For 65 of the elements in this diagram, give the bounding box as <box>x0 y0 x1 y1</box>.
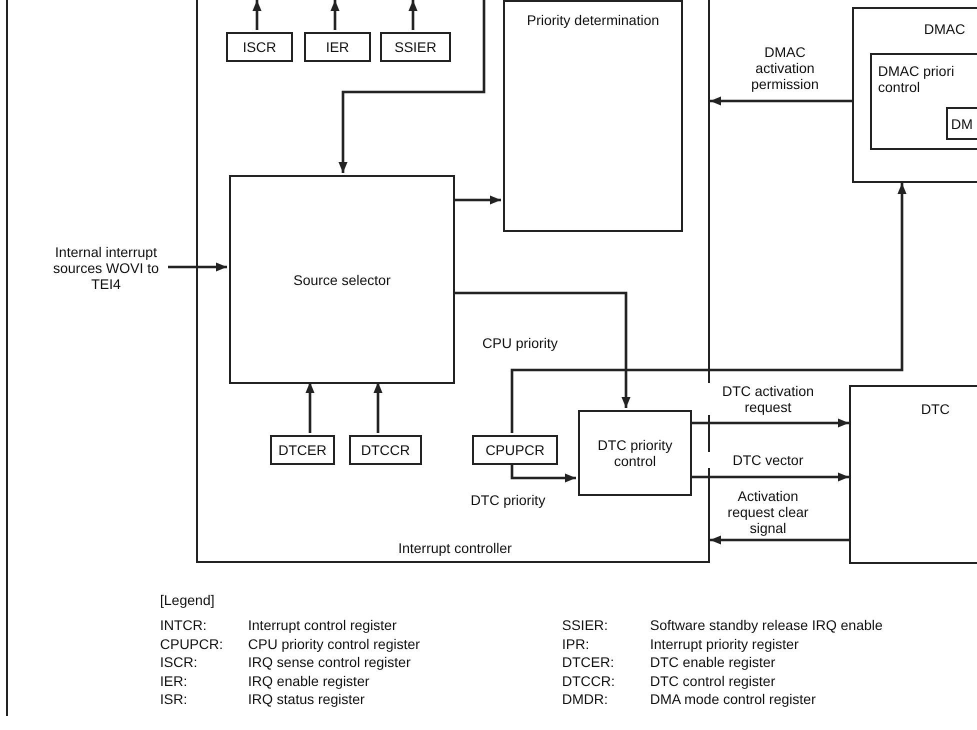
register-description: DTC control register <box>650 672 776 688</box>
block-box <box>870 53 977 150</box>
module-box <box>849 385 977 564</box>
arrow <box>453 196 501 204</box>
register-box <box>226 32 293 62</box>
register-box <box>946 107 977 140</box>
register-description: IRQ enable register <box>248 672 370 688</box>
arrow <box>252 0 262 30</box>
block-title: DMAC priori control <box>878 63 956 95</box>
block-title: DMAC <box>924 21 966 37</box>
register-description: IRQ sense control register <box>248 654 411 670</box>
block-title: Source selector <box>293 272 391 288</box>
register-description: Interrupt priority register <box>650 636 799 652</box>
register-box <box>380 32 451 62</box>
register-abbreviation: DMDR: <box>562 691 608 707</box>
register-description: Interrupt control register <box>248 617 397 633</box>
arrow <box>338 0 486 173</box>
register-description: Software standby release IRQ enable <box>650 617 883 633</box>
arrow <box>510 463 576 482</box>
arrow <box>710 536 849 544</box>
block-box <box>578 410 692 496</box>
register-name: ISCR <box>242 39 276 55</box>
register-abbreviation: SSIER: <box>562 617 608 633</box>
register-box <box>349 435 422 465</box>
register-name: DM <box>951 116 974 132</box>
arrow <box>690 418 849 428</box>
register-name: DTCCR <box>361 442 410 458</box>
register-description: IRQ status register <box>248 691 365 707</box>
register-abbreviation: DTCER: <box>562 654 614 670</box>
register-description: DMA mode control register <box>650 691 816 707</box>
arrow <box>306 382 314 433</box>
arrow <box>690 472 849 482</box>
register-abbreviation: CPUPCR: <box>160 636 224 652</box>
block-box <box>229 175 455 384</box>
legend-heading: [Legend] <box>160 592 214 608</box>
arrow <box>710 96 852 106</box>
register-abbreviation: IER: <box>160 672 188 688</box>
arrow <box>168 262 227 272</box>
module-box <box>852 7 977 183</box>
arrow <box>408 0 418 30</box>
block-title: Priority determination <box>526 12 660 28</box>
arrow <box>453 292 630 408</box>
register-description: CPU priority control register <box>248 636 420 652</box>
register-description: DTC enable register <box>650 654 776 670</box>
arrow <box>374 382 382 433</box>
block-title: DTC priority control <box>596 437 674 469</box>
register-name: DTCER <box>278 442 327 458</box>
register-box <box>304 32 371 62</box>
register-box <box>270 435 335 465</box>
controller-frame <box>196 0 710 563</box>
register-box <box>472 435 558 465</box>
register-abbreviation: INTCR: <box>160 617 207 633</box>
block-title: DTC <box>921 401 951 417</box>
block-box <box>503 0 683 232</box>
register-abbreviation: ISCR: <box>160 654 198 670</box>
arrow <box>330 0 340 30</box>
signal-label: Internal interrupt sources WOVI to TEI4 <box>52 244 160 292</box>
register-abbreviation: DTCCR: <box>562 672 615 688</box>
register-abbreviation: ISR: <box>160 691 188 707</box>
register-abbreviation: IPR: <box>562 636 590 652</box>
register-name: CPUPCR <box>485 442 545 458</box>
register-name: IER <box>326 39 350 55</box>
register-name: SSIER <box>394 39 436 55</box>
block-title: Interrupt controller <box>397 540 513 556</box>
arrow <box>510 183 906 433</box>
